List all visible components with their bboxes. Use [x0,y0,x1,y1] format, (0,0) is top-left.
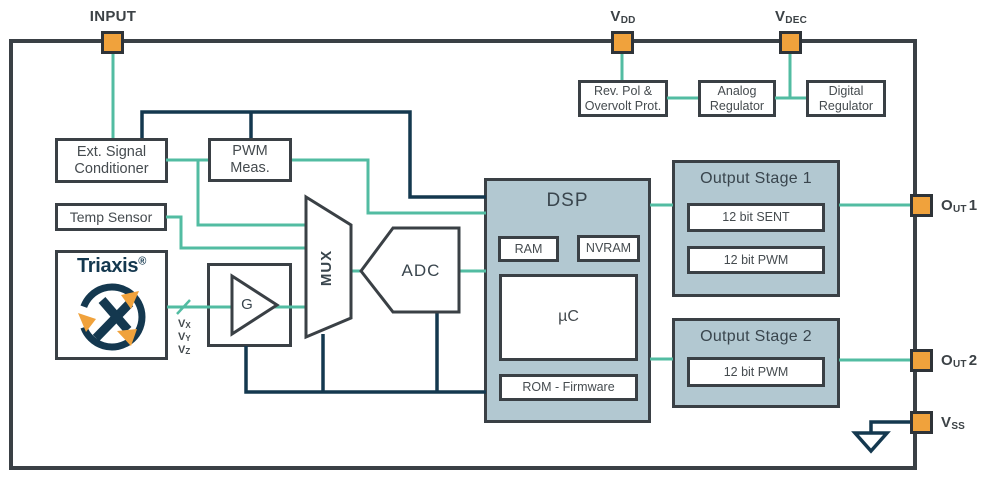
pin-out2 [910,349,933,372]
signal-main: V [178,318,186,330]
block-label: Temp Sensor [69,208,153,225]
triaxis-brand-text: Triaxis [76,255,139,277]
block-12bit-pwm-stage1: 12 bit PWM [687,246,825,274]
block-rom-firmware: ROM - Firmware [499,374,638,401]
block-label: 12 bit PWM [723,364,789,379]
output-stage-2-title: Output Stage 2 [700,328,812,345]
gain-label: G [241,296,253,313]
block-12bit-pwm-stage2: 12 bit PWM [687,357,825,387]
block-label: Ext. Signal [76,143,147,160]
triaxis-reg-mark: ® [138,255,147,268]
block-microcontroller: µC [499,274,638,361]
pin-sub: DD [620,15,636,26]
adc-label: ADC [401,261,441,280]
triaxis-brand-label: Triaxis® [57,255,166,278]
signal-sub: X [185,321,191,330]
pin-label-vss: VSS [941,414,966,432]
signal-label-vy: VY [178,332,191,343]
block-12bit-sent: 12 bit SENT [687,203,825,232]
block-label: PWM [232,143,268,160]
pin-label-vdd: VDD [599,8,647,26]
signal-sub: Y [185,334,191,343]
chip-outline [9,39,917,470]
block-label: 12 bit PWM [723,252,789,267]
block-label: Conditioner [74,160,149,177]
signal-sub: Z [185,347,191,356]
pin-main: O [941,352,953,369]
block-analog-regulator: Analog Regulator [698,80,776,117]
pin-sub: SS [951,421,966,432]
pin-sub: UT [952,204,967,215]
pin-main: V [774,8,786,25]
pin-vss [910,411,933,434]
pin-vdec [779,31,802,54]
block-ext-signal-conditioner: Ext. Signal Conditioner [55,138,168,183]
block-label: µC [558,308,579,326]
mux-label: MUX [318,249,335,287]
signal-label-vz: VZ [178,345,190,356]
pin-suffix: 1 [968,197,978,214]
block-reverse-polarity-overvolt-protection: Rev. Pol & Overvolt Prot. [578,80,668,117]
signal-main: V [178,331,186,343]
output-stage-1-title: Output Stage 1 [700,170,812,187]
pin-main: V [941,414,952,431]
pin-label-vdec: VDEC [763,8,819,26]
pin-label-input: INPUT [89,8,137,25]
block-label: Rev. Pol & [593,84,653,99]
signal-main: V [178,344,186,356]
block-label: Regulator [709,98,765,113]
block-label: Meas. [230,160,270,176]
block-temp-sensor: Temp Sensor [55,203,167,231]
block-pwm-measurement: PWM Meas. [208,138,292,182]
pin-input [101,31,124,54]
pin-suffix: 2 [968,352,978,369]
signal-label-vx: VX [178,319,191,330]
pin-vdd [611,31,634,54]
pin-sub: DEC [785,15,808,26]
block-label: Analog [717,84,757,99]
block-label: Overvolt Prot. [584,98,662,113]
block-label: 12 bit SENT [722,210,790,225]
block-ram: RAM [498,236,559,262]
block-nvram: NVRAM [577,235,640,262]
block-label: RAM [514,241,543,256]
block-label: Digital [828,84,864,99]
block-label: NVRAM [585,241,632,256]
dsp-title: DSP [546,190,589,211]
block-label: Regulator [818,98,874,113]
pin-out1 [910,194,933,217]
pin-sub: UT [952,359,967,370]
block-label: ROM - Firmware [522,380,615,395]
block-digital-regulator: Digital Regulator [806,80,886,117]
pin-main: O [941,197,953,214]
pin-main: V [610,8,621,25]
